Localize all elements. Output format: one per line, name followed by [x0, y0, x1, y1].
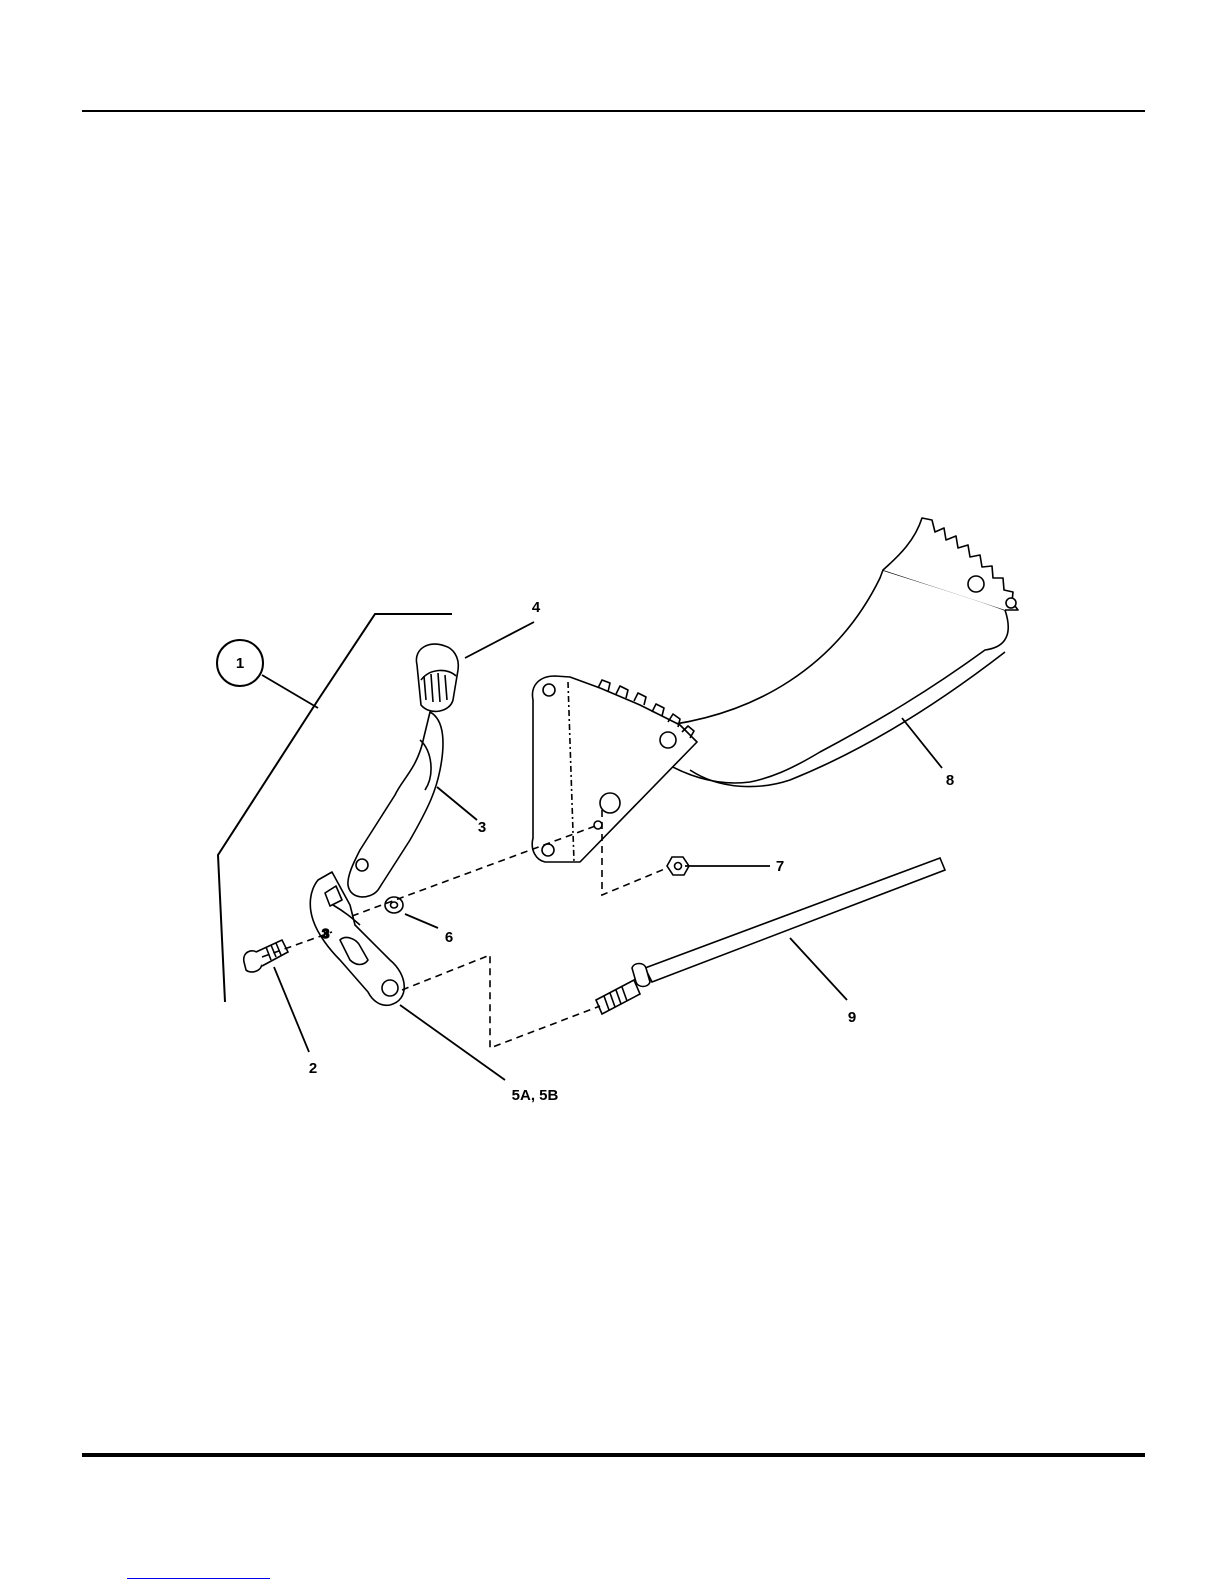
callout-1-circle: 1: [217, 640, 318, 708]
callout-4-label: 4: [532, 599, 541, 616]
shift-lever: [348, 712, 443, 897]
callout-5-label: 5A, 5B: [512, 1087, 559, 1104]
chute-deflector: [532, 518, 1018, 862]
callout-3-label: 3: [478, 819, 486, 836]
link-underline[interactable]: [127, 1578, 270, 1579]
bottom-rule: [82, 1453, 1145, 1457]
washer: [385, 897, 403, 913]
callout-8-label: 8: [946, 772, 954, 789]
lever-knob: [416, 644, 458, 711]
callout-9-label: 9: [848, 1009, 856, 1026]
callout-1-label: 1: [236, 655, 244, 672]
control-rod: [596, 858, 945, 1014]
callout-7-label: 7: [776, 858, 784, 875]
callout-2-label: 2: [309, 1060, 317, 1077]
callout-6-label: 6: [445, 929, 453, 946]
callout-3-small-label: 3: [322, 926, 329, 941]
